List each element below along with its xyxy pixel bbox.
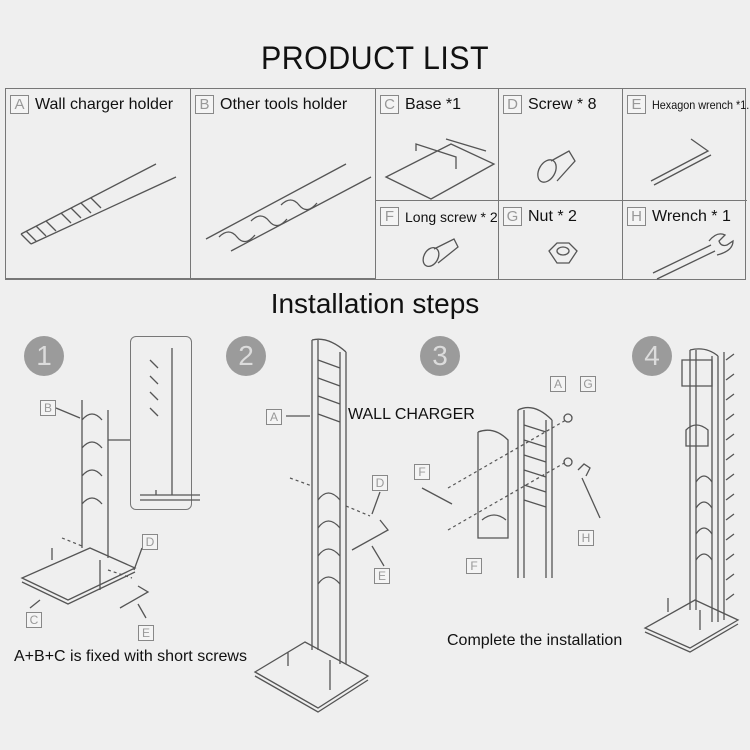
item-name: Long screw * 2 [405, 208, 498, 225]
product-item-a: A Wall charger holder [6, 89, 191, 279]
product-list-grid: A Wall charger holder B Other tools holder… [5, 88, 750, 280]
item-letter: H [627, 207, 646, 226]
item-name: Hexagon wrench *1. [652, 97, 750, 112]
item-name: Wrench * 1 [652, 207, 731, 225]
step-3-tag-f-upper: F [414, 464, 430, 480]
wall-charger-label: WALL CHARGER [348, 406, 475, 423]
wall-charger-holder-icon [20, 163, 177, 245]
step-4-caption: Complete the installation [447, 632, 623, 649]
base-plate-icon [384, 138, 496, 200]
step-2-tag-e: E [374, 568, 390, 584]
step-3-tag-a: A [550, 376, 566, 392]
item-letter: E [627, 95, 646, 114]
step-1-caption: A+B+C is fixed with short screws [14, 648, 247, 665]
product-item-c: C Base *1 [376, 89, 499, 201]
step-3-tag-g: G [580, 376, 596, 392]
step-2-tag-d: D [372, 475, 388, 491]
item-letter: D [503, 95, 522, 114]
item-name: Screw * 8 [528, 95, 597, 113]
step-1-tag-b: B [40, 400, 56, 416]
product-item-g: G Nut * 2 [499, 201, 623, 279]
product-list-title: PRODUCT LIST [260, 40, 490, 76]
item-letter: C [380, 95, 399, 114]
product-item-h: H Wrench * 1 [623, 201, 747, 280]
step-3-tag-f-lower: F [466, 558, 482, 574]
step-2-badge: 2 [226, 336, 266, 376]
item-letter: G [503, 207, 522, 226]
product-item-d: D Screw * 8 [499, 89, 623, 201]
step-1-detail-inset [130, 336, 192, 510]
product-item-b: B Other tools holder [191, 89, 376, 279]
product-item-f: F Long screw * 2 [376, 201, 499, 279]
step-3-badge: 3 [420, 336, 460, 376]
step-4-badge: 4 [632, 336, 672, 376]
step-1-tag-c: C [26, 612, 42, 628]
item-letter: B [195, 95, 214, 114]
step-1-badge: 1 [24, 336, 64, 376]
product-item-e: E Hexagon wrench *1. [623, 89, 750, 201]
item-name: Wall charger holder [35, 95, 174, 113]
screw-icon [537, 150, 576, 183]
item-name: Nut * 2 [528, 207, 577, 225]
step-2-tag-a: A [266, 409, 282, 425]
open-end-wrench-icon [652, 233, 734, 280]
other-tools-holder-icon [205, 163, 372, 252]
step-3-tag-h: H [578, 530, 594, 546]
item-letter: F [380, 207, 399, 226]
step-1-tag-d: D [142, 534, 158, 550]
item-name: Other tools holder [220, 95, 348, 113]
hex-nut-icon [548, 242, 578, 264]
long-screw-icon [422, 238, 459, 267]
step-1-tag-e: E [138, 625, 154, 641]
hex-key-icon [650, 138, 712, 186]
item-letter: A [10, 95, 29, 114]
item-name: Base *1 [405, 95, 462, 113]
installation-steps-title: Installation steps [270, 288, 480, 319]
